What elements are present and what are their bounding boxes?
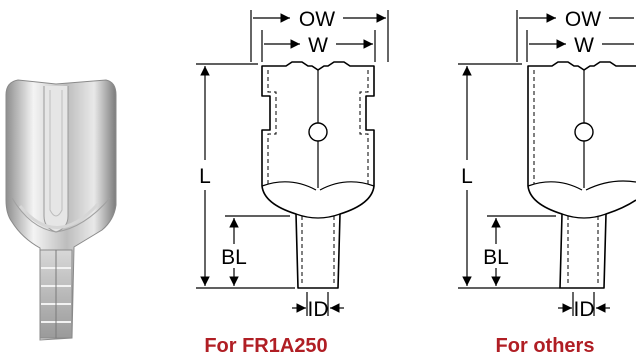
terminal-photo xyxy=(5,79,117,341)
dim-label-bl-2: BL xyxy=(483,246,509,269)
dim-label-id: ID xyxy=(308,298,329,321)
dim-label-l-2: L xyxy=(461,165,473,188)
drawing-others: OW W L BL ID For others xyxy=(458,8,636,357)
inspection-hole-2 xyxy=(574,122,594,142)
caption-fr1a250: For FR1A250 xyxy=(204,335,327,357)
dim-label-l: L xyxy=(199,165,211,188)
dim-label-ow: OW xyxy=(299,8,335,31)
inspection-hole xyxy=(308,122,328,142)
drawing-fr1a250: OW W L BL ID For FR xyxy=(196,8,389,357)
dim-label-w-2: W xyxy=(574,34,594,57)
dim-label-bl: BL xyxy=(221,246,247,269)
terminal-outline-others xyxy=(527,61,636,289)
dim-label-w: W xyxy=(308,34,328,57)
dim-label-ow-2: OW xyxy=(565,8,601,31)
dim-label-id-2: ID xyxy=(574,298,595,321)
caption-others: For others xyxy=(496,335,595,357)
